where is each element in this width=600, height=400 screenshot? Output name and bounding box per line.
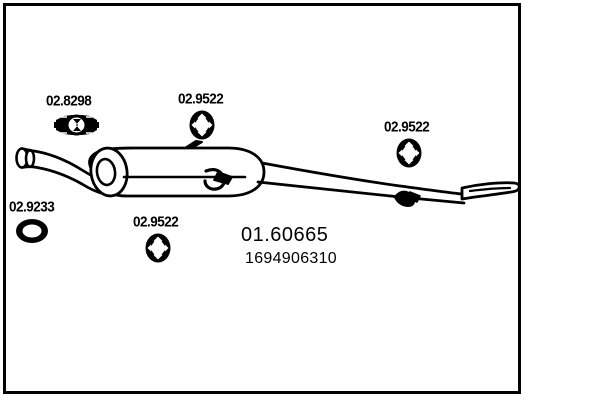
exhaust-gasket-icon: [189, 110, 215, 140]
silencer-body: [88, 140, 266, 198]
outlet-pipe-clamp: [394, 190, 421, 207]
outlet-junction-bracket: [203, 168, 233, 191]
main-part-number: 01.60665: [241, 224, 329, 246]
exhaust-gasket-icon: [396, 138, 422, 168]
callout-label-gasket-top-right: 02.9522: [384, 118, 430, 135]
tail-pipe-tip: [460, 181, 521, 201]
oem-reference-number: 1694906310: [245, 250, 337, 267]
callout-label-sealing-ring: 02.9233: [9, 198, 55, 215]
callout-label-gasket-top-center: 02.9522: [178, 90, 224, 107]
exhaust-middle-silencer-graphic: [15, 140, 521, 207]
callout-label-clamp-bracket: 02.8298: [46, 92, 92, 109]
sealing-ring-icon: [16, 219, 48, 243]
exhaust-clamp-icon: [54, 114, 99, 136]
exhaust-gasket-icon: [145, 233, 171, 263]
outlet-pipe: [256, 161, 468, 205]
diagram-frame-border: [3, 3, 521, 394]
callout-label-gasket-bottom-center: 02.9522: [133, 213, 179, 230]
